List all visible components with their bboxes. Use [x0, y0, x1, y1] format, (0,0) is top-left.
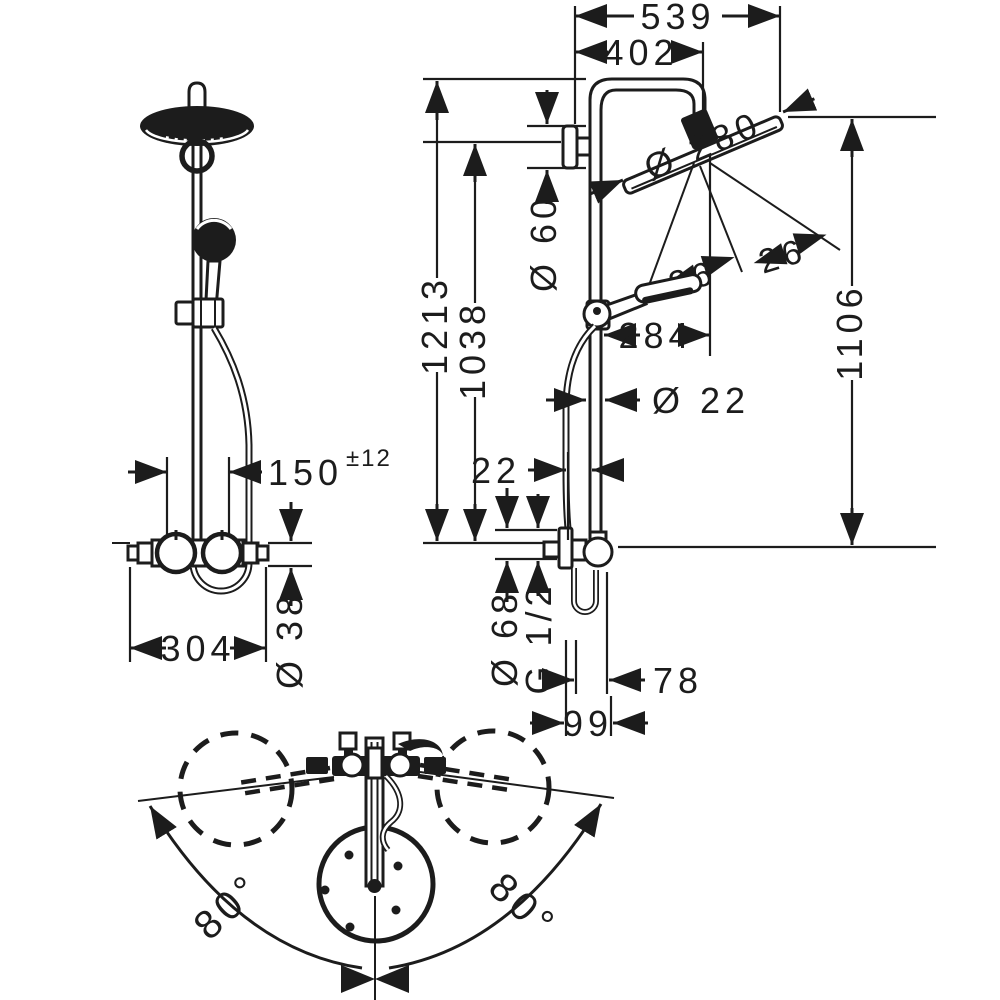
dim-valve-width-label: 304 — [160, 628, 235, 669]
dim-projection-total-label: 99 — [563, 703, 613, 744]
dim-projection-valve: 78 — [542, 572, 703, 701]
dim-unit-depth-label: Ø 38 — [269, 591, 310, 689]
dim-valve-width: 304 — [128, 567, 268, 669]
overhead-shower-front — [140, 81, 254, 174]
dim-pipe-diameter: Ø 22 — [546, 380, 750, 421]
swivel-limit-right-line — [419, 771, 615, 799]
side-view: Ø 280 Ø 60 539 402 — [414, 0, 936, 744]
dim-handshower-reach-label: 284 — [618, 315, 693, 356]
dim-height-total: 1213 — [414, 77, 586, 541]
dim-swivel-left-label: 80° — [186, 865, 271, 949]
dim-showerhead-diameter: Ø 280 — [588, 88, 818, 204]
dim-escutcheon-label: Ø 60 — [523, 194, 564, 292]
shower-hose-top — [379, 773, 404, 852]
top-view: 80° 80° — [137, 728, 615, 1000]
dim-reach-total-label: 539 — [640, 0, 715, 37]
hand-shower-side — [582, 273, 703, 331]
thermostat-valve-top — [306, 731, 446, 780]
dim-valve-body-label: Ø 68 — [484, 589, 525, 687]
dim-height-arm-label: 1038 — [452, 300, 493, 400]
thermostat-valve-side — [542, 526, 614, 570]
dim-reach-arm: 402 — [575, 32, 705, 112]
hose-hook-top — [398, 739, 443, 756]
dim-height-total-label: 1213 — [414, 275, 455, 375]
dim-swivel-right-label: 80° — [480, 865, 565, 949]
hand-shower-front — [174, 218, 236, 329]
thermostat-valve-front — [112, 530, 270, 575]
dim-projection-valve-label: 78 — [653, 660, 703, 701]
dim-thread-label: G 1/2 — [518, 581, 559, 694]
dim-height-showerhead-label: 1106 — [829, 283, 870, 380]
dim-pipe-diameter-label: Ø 22 — [652, 380, 750, 421]
dim-projection-total: 99 — [530, 640, 648, 744]
overhead-shower-side — [622, 108, 784, 195]
dim-wall-clearance-label: 22 — [471, 450, 521, 491]
dim-reach-arm-label: 402 — [603, 32, 678, 73]
dim-escutcheon: Ø 60 — [523, 90, 586, 292]
shower-hose-front — [189, 326, 253, 595]
dim-height-showerhead: 1106 — [618, 115, 936, 549]
dim-handshower-reach: 284 — [604, 156, 712, 356]
wall-ring-front — [179, 138, 215, 174]
swivel-range-left-circle — [177, 730, 295, 848]
dim-connection-tolerance-label: ±12 — [346, 445, 392, 472]
dim-tilt-angle-b-label: 26° — [754, 226, 829, 282]
dim-reach-total: 539 — [573, 0, 782, 124]
handle-range-left — [237, 765, 335, 797]
dim-valve-body: Ø 68 G 1/2 — [484, 488, 559, 695]
front-view: 150 ±12 Ø 38 304 — [112, 81, 392, 689]
riser-pipe-front — [191, 138, 203, 542]
swivel-limit-left-line — [137, 776, 335, 802]
dim-height-arm: 1038 — [423, 140, 561, 545]
dim-unit-depth: Ø 38 — [268, 502, 312, 689]
swivel-range-right-circle — [434, 728, 552, 846]
dim-tilt-angle-b: 26° — [753, 226, 829, 282]
wall-bracket-side — [561, 124, 592, 170]
dim-connection-distance: 150 ±12 — [128, 445, 392, 536]
center-arrow-bowtie — [341, 965, 409, 993]
dim-wall-clearance: 22 — [471, 450, 624, 540]
handle-range-right — [417, 762, 517, 794]
dim-connection-distance-label: 150 — [268, 452, 343, 493]
